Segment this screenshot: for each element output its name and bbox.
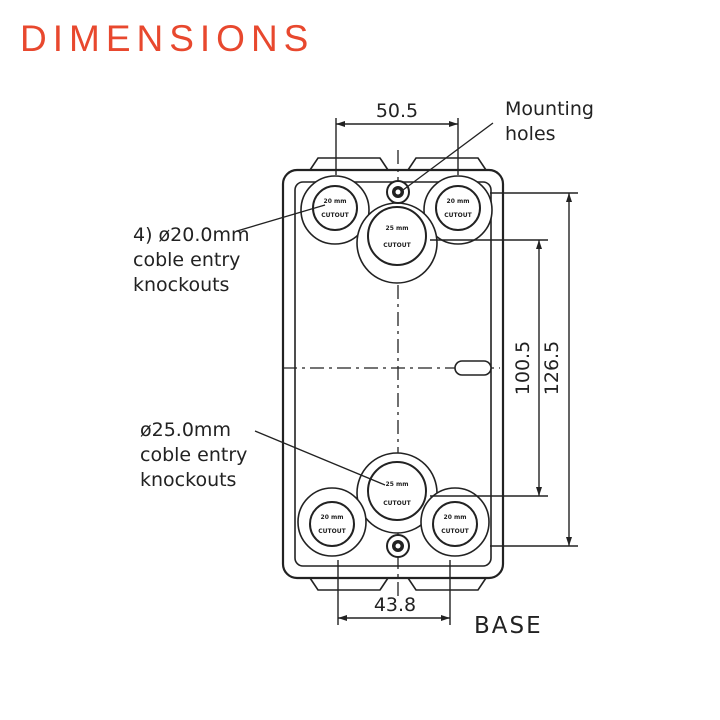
knockout-cutout-label: CUTOUT xyxy=(383,242,411,249)
knockout-cutout-label: CUTOUT xyxy=(318,528,346,535)
knockouts-25-label-line-3: knockouts xyxy=(140,469,236,491)
dimension-inner-height-value: 100.5 xyxy=(512,341,534,395)
knockout-20-bottom-right: 20 mm CUTOUT xyxy=(420,487,490,557)
dimension-top-width xyxy=(335,118,459,175)
dimension-bottom-width xyxy=(337,560,451,625)
mounting-holes-label-line-1: Mounting xyxy=(505,98,594,120)
knockout-size-label: 25 mm xyxy=(386,225,409,232)
knockouts-20-label-line-2: coble entry xyxy=(133,249,240,271)
leader-lines xyxy=(236,122,494,486)
dimension-top-width-value: 50.5 xyxy=(376,100,418,122)
knockout-cutout-label: CUTOUT xyxy=(441,528,469,535)
dimension-inner-height xyxy=(430,239,548,497)
knockout-cutout-label: CUTOUT xyxy=(321,212,349,219)
knockout-20-bottom-left: 20 mm CUTOUT xyxy=(297,487,367,557)
dimension-outer-height xyxy=(490,192,578,547)
view-label-base: BASE xyxy=(474,613,543,639)
dimension-bottom-width-value: 43.8 xyxy=(374,594,416,616)
knockouts-25-label-line-1: ø25.0mm xyxy=(140,419,231,441)
knockouts-20-label-line-1: 4) ø20.0mm xyxy=(133,224,250,246)
mounting-hole-top xyxy=(386,180,410,204)
knockout-cutout-label: CUTOUT xyxy=(383,500,411,507)
knockout-size-label: 20 mm xyxy=(321,514,344,521)
knockout-size-label: 20 mm xyxy=(447,198,470,205)
knockout-cutout-label: CUTOUT xyxy=(444,212,472,219)
knockout-size-label: 25 mm xyxy=(386,481,409,488)
knockout-25-top: 25 mm CUTOUT xyxy=(356,202,438,284)
knockout-size-label: 20 mm xyxy=(324,198,347,205)
page-title: DIMENSIONS xyxy=(20,18,315,59)
knockout-size-label: 20 mm xyxy=(444,514,467,521)
mounting-holes-label-line-2: holes xyxy=(505,123,556,145)
knockout-20-top-right: 20 mm CUTOUT xyxy=(423,175,493,245)
mounting-hole-bottom xyxy=(386,534,410,558)
dimension-outer-height-value: 126.5 xyxy=(541,341,563,395)
knockouts-20-label-line-3: knockouts xyxy=(133,274,229,296)
knockout-20-top-left: 20 mm CUTOUT xyxy=(300,175,370,245)
side-slot xyxy=(454,360,492,376)
knockout-25-bottom: 25 mm CUTOUT xyxy=(356,452,438,534)
knockouts-25-label-line-2: coble entry xyxy=(140,444,247,466)
